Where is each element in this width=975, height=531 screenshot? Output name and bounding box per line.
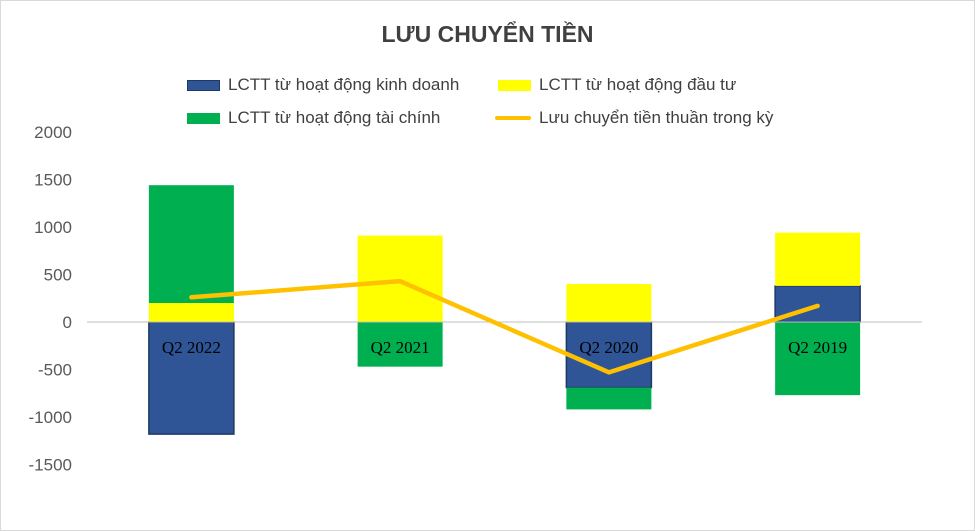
y-tick-label: -1500 [29, 456, 72, 475]
bar-dau-tu [566, 284, 652, 322]
bar-dau-tu [775, 232, 861, 286]
legend-item-dau-tu: LCTT từ hoạt động đầu tư [498, 75, 736, 95]
legend-item-kinh-doanh: LCTT từ hoạt động kinh doanh [187, 75, 459, 95]
bar-tai-chinh [357, 322, 443, 367]
bar-dau-tu [357, 235, 443, 322]
y-tick-label: -500 [38, 361, 72, 380]
legend-line-tien-thuan [495, 116, 531, 120]
legend-swatch-kinh-doanh [187, 79, 220, 91]
legend-label-kinh-doanh: LCTT từ hoạt động kinh doanh [228, 75, 460, 94]
y-tick-label: 1000 [34, 218, 72, 237]
y-tick-label: 0 [63, 313, 72, 332]
bar-dau-tu [148, 303, 234, 322]
y-tick-label: 2000 [34, 123, 72, 142]
x-category-label: Q2 2021 [371, 338, 430, 357]
chart-title: LƯU CHUYỂN TIỀN [381, 21, 594, 47]
x-category-label: Q2 2022 [162, 338, 221, 357]
legend-swatch-dau-tu [498, 79, 531, 91]
bar-kinh-doanh [148, 321, 235, 435]
x-category-label: Q2 2020 [579, 338, 638, 357]
legend-item-tien-thuan: Lưu chuyển tiền thuần trong kỳ [495, 108, 773, 128]
legend-item-tai-chinh: LCTT từ hoạt động tài chính [187, 108, 440, 128]
bar-tai-chinh [775, 322, 861, 396]
y-tick-label: 500 [44, 266, 72, 285]
x-category-label: Q2 2019 [788, 338, 847, 357]
legend-label-tai-chinh: LCTT từ hoạt động tài chính [228, 108, 441, 127]
line-tien-thuan [189, 278, 820, 375]
legend-swatch-tai-chinh [187, 112, 220, 124]
bar-tai-chinh [566, 387, 652, 410]
legend-label-tien-thuan: Lưu chuyển tiền thuần trong kỳ [539, 108, 774, 127]
legend-label-dau-tu: LCTT từ hoạt động đầu tư [539, 75, 737, 94]
y-tick-label: 1500 [34, 171, 72, 190]
y-tick-label: -1000 [29, 408, 72, 427]
bar-tai-chinh [148, 185, 234, 303]
